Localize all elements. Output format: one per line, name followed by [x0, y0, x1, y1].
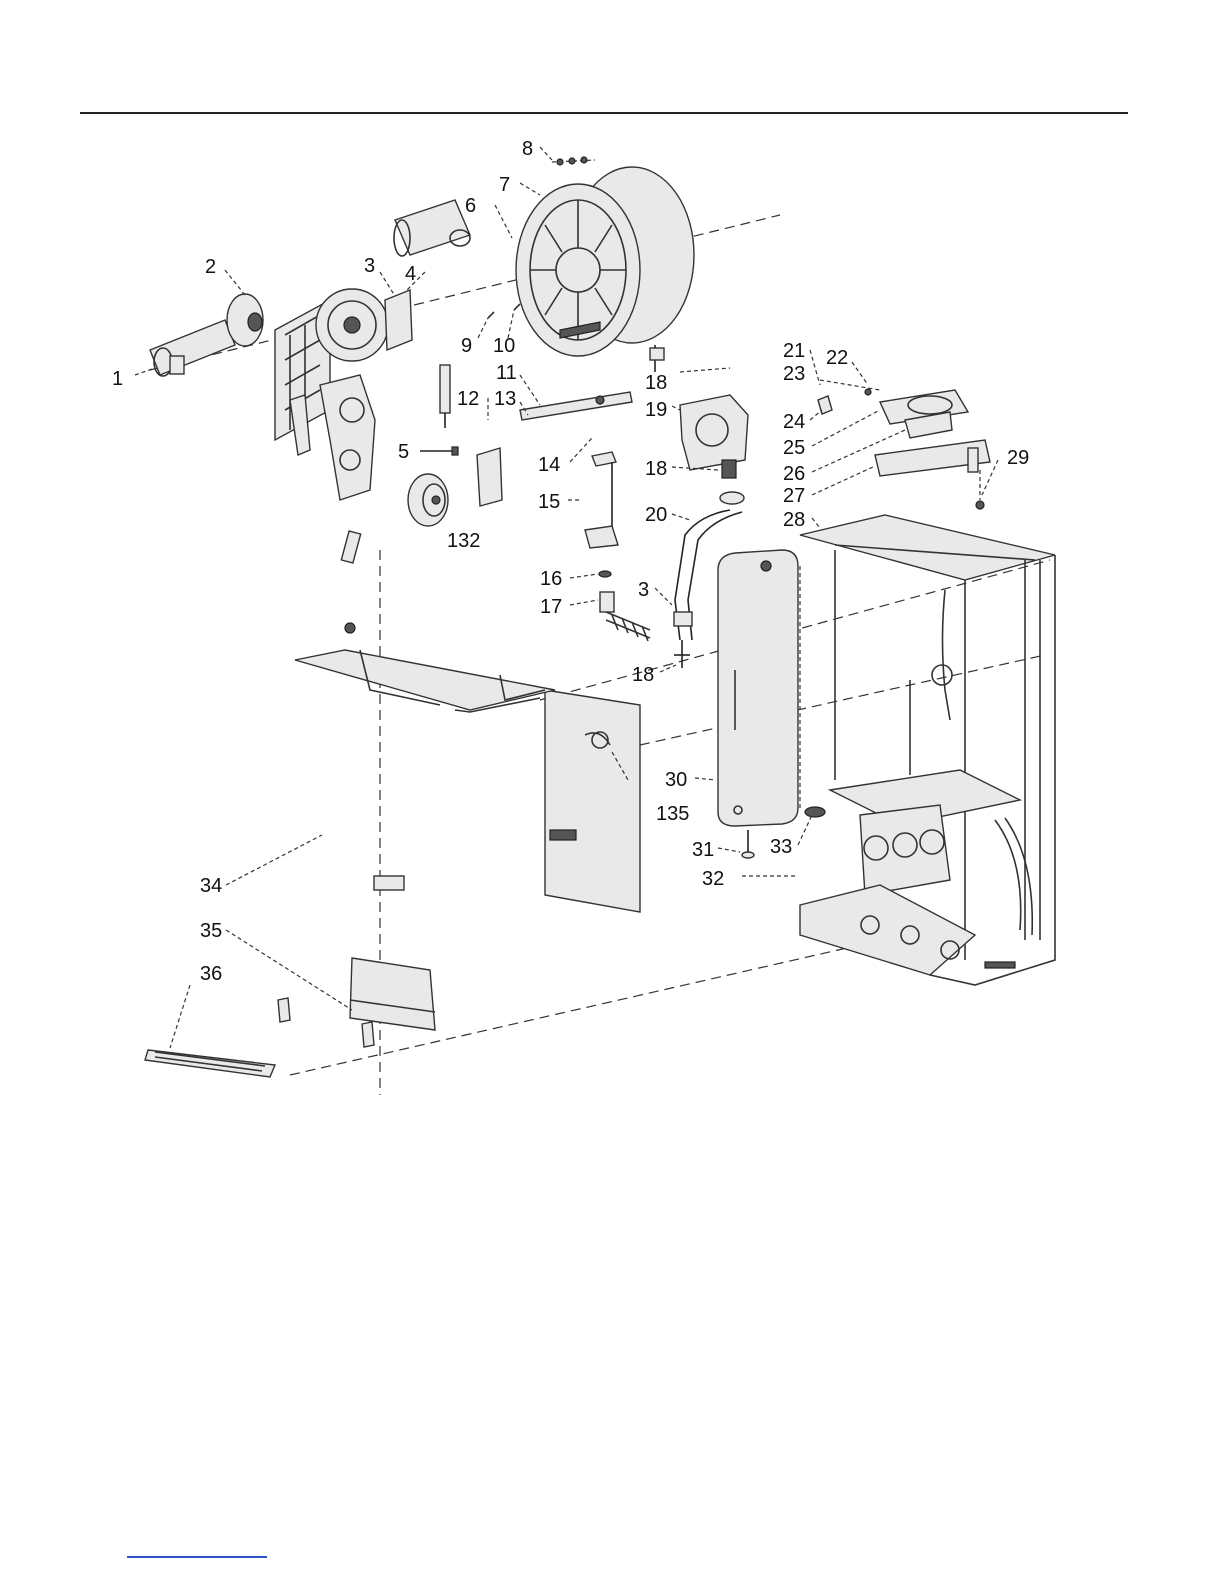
part-132-burner-door — [408, 474, 448, 526]
part-35-36-bottom-panel — [145, 958, 435, 1077]
callout-17: 17 — [540, 596, 562, 618]
part-3-fan-assembly — [275, 289, 412, 500]
callout-30: 30 — [665, 769, 687, 791]
footer-link-underline[interactable] — [127, 1556, 267, 1558]
callout-33: 33 — [770, 836, 792, 858]
callout-4: 4 — [405, 263, 416, 285]
callout-15: 15 — [538, 491, 560, 513]
callout-20: 20 — [645, 504, 667, 526]
part-7-heat-exchanger — [516, 167, 694, 356]
callout-35: 35 — [200, 920, 222, 942]
callout-132: 132 — [447, 530, 480, 552]
callout-23: 23 — [783, 363, 805, 385]
callout-3-lower: 3 — [638, 579, 649, 601]
callout-36: 36 — [200, 963, 222, 985]
callout-8: 8 — [522, 138, 533, 160]
part-8-screws — [552, 157, 595, 165]
callout-18-top: 18 — [645, 372, 667, 394]
part-21-29-top-components — [818, 380, 990, 509]
callout-6: 6 — [465, 195, 476, 217]
part-14-15-pipe — [585, 452, 618, 548]
callout-7: 7 — [499, 174, 510, 196]
callout-32: 32 — [702, 868, 724, 890]
part-5-screw — [420, 447, 458, 455]
callout-27: 27 — [783, 485, 805, 507]
callout-5: 5 — [398, 441, 409, 463]
callout-135: 135 — [656, 803, 689, 825]
callout-31: 31 — [692, 839, 714, 861]
callout-18-bottom: 18 — [632, 664, 654, 686]
callout-29: 29 — [1007, 447, 1029, 469]
callout-34: 34 — [200, 875, 222, 897]
part-28-chassis — [800, 515, 1055, 985]
callout-12: 12 — [457, 388, 479, 410]
callout-22: 22 — [826, 347, 848, 369]
callout-16: 16 — [540, 568, 562, 590]
part-1-elbow — [150, 320, 235, 376]
callout-26: 26 — [783, 463, 805, 485]
callout-11: 11 — [496, 362, 517, 384]
callout-21: 21 — [783, 340, 805, 362]
callout-18-mid: 18 — [645, 458, 667, 480]
part-34-casing — [295, 531, 555, 890]
callout-28: 28 — [783, 509, 805, 531]
part-30-expansion-vessel — [718, 550, 800, 826]
callout-25: 25 — [783, 437, 805, 459]
part-6-pipe — [394, 200, 470, 256]
callout-14: 14 — [538, 454, 560, 476]
part-135-side-panel — [545, 690, 640, 912]
callout-1: 1 — [112, 368, 123, 390]
part-2-fan-adapter — [227, 294, 263, 346]
callout-3: 3 — [364, 255, 375, 277]
callout-24: 24 — [783, 411, 805, 433]
callout-10: 10 — [493, 335, 515, 357]
callout-13: 13 — [494, 388, 516, 410]
callout-2: 2 — [205, 256, 216, 278]
callout-9: 9 — [461, 335, 472, 357]
callout-19: 19 — [645, 399, 667, 421]
